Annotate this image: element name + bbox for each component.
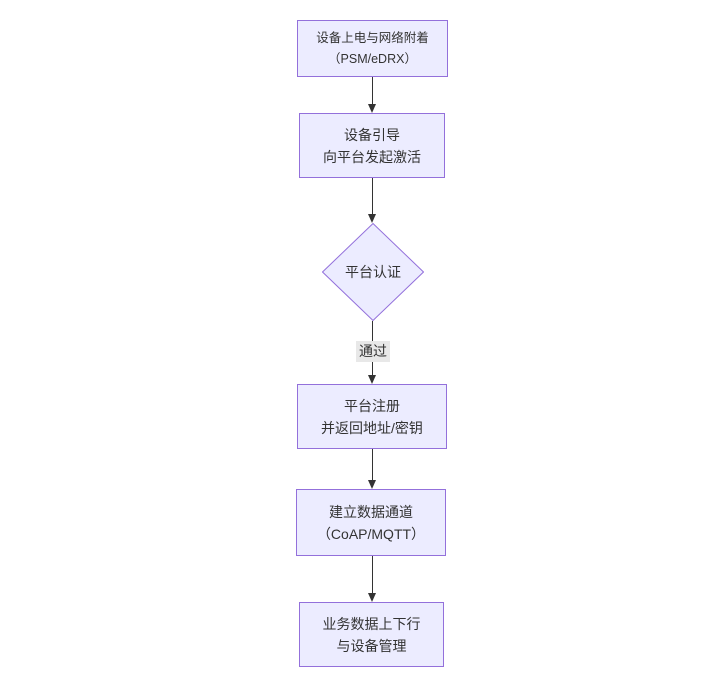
node-platform-auth: 平台认证: [322, 223, 424, 321]
node-register-line2: 并返回地址/密钥: [321, 419, 423, 436]
node-power-attach-line1: 设备上电与网络附着: [316, 30, 429, 45]
node-business-line1: 业务数据上下行: [322, 615, 421, 632]
node-data-channel: 建立数据通道 （CoAP/MQTT）: [296, 489, 446, 556]
node-power-attach: 设备上电与网络附着 （PSM/eDRX）: [297, 20, 448, 77]
edge-line-4: [372, 449, 373, 481]
arrowhead-icon: [368, 593, 376, 602]
arrowhead-icon: [368, 375, 376, 384]
node-bootstrap-line1: 设备引导: [344, 126, 400, 143]
node-platform-auth-label: 平台认证: [345, 264, 401, 280]
edge-line-5: [372, 556, 373, 594]
arrowhead-icon: [368, 480, 376, 489]
node-data-channel-line2: （CoAP/MQTT）: [316, 525, 426, 542]
node-bootstrap-line2: 向平台发起激活: [323, 148, 421, 165]
node-power-attach-line2: （PSM/eDRX）: [328, 51, 417, 66]
edge-line-2: [372, 178, 373, 215]
node-data-channel-line1: 建立数据通道: [329, 503, 413, 520]
node-business: 业务数据上下行 与设备管理: [299, 602, 444, 667]
arrowhead-icon: [368, 214, 376, 223]
arrowhead-icon: [368, 104, 376, 113]
node-bootstrap: 设备引导 向平台发起激活: [299, 113, 445, 178]
edge-line-1: [372, 77, 373, 105]
edge-label-pass: 通过: [356, 341, 390, 362]
node-business-line2: 与设备管理: [336, 637, 407, 654]
diamond-shape-icon: [322, 223, 424, 321]
node-register: 平台注册 并返回地址/密钥: [297, 384, 447, 449]
node-register-line1: 平台注册: [344, 397, 400, 414]
